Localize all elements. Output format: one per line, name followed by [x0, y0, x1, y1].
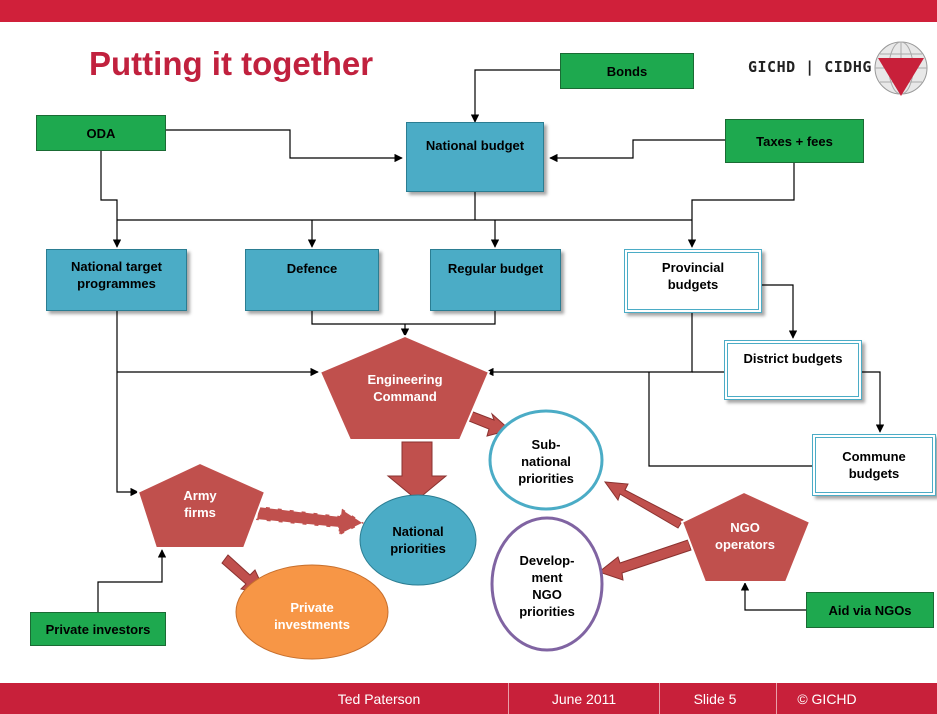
connector-district-commune	[862, 371, 885, 433]
connector-defence-regular	[311, 311, 496, 325]
army-firms-label: Army firms	[160, 484, 240, 524]
footer-date: June 2011	[508, 683, 660, 714]
block-arrow-army-national	[254, 504, 367, 538]
block-arrow-ngo-subnational	[603, 481, 684, 529]
army-label-2: firms	[184, 505, 216, 520]
sub-national-label-2: national	[521, 453, 571, 469]
footer-author: Ted Paterson	[273, 683, 485, 714]
ngo-label-1: NGO	[730, 520, 760, 535]
development-label-3: NGO	[532, 587, 562, 602]
sub-national-priorities-shape	[488, 409, 604, 511]
engineering-label-1: Engineering	[367, 372, 443, 387]
connector-provincial-engineering	[485, 313, 693, 377]
development-label-2: ment	[531, 570, 563, 585]
private-investments-label-1: Private	[290, 600, 334, 615]
sub-national-priorities-label: Sub- national priorities	[506, 432, 586, 490]
national-priorities-shape	[359, 494, 477, 586]
connector-investors	[97, 549, 167, 612]
regular-budget-box: Regular budget	[430, 249, 561, 311]
private-investments-label-2: investments	[274, 617, 350, 632]
aid-via-ngos-label: Aid via NGOs	[828, 602, 912, 618]
sub-national-label-3: priorities	[518, 470, 574, 486]
bonds-box: Bonds	[560, 53, 694, 89]
national-priorities-label: National priorities	[370, 520, 466, 560]
connector-oda	[166, 129, 403, 163]
oda-box: ODA	[36, 115, 166, 151]
connector-aid-ngos	[740, 582, 806, 611]
ngo-operators-shape	[680, 490, 812, 583]
connector-commune-left	[648, 372, 812, 467]
commune-budgets-box: Commune budgets	[812, 434, 936, 496]
block-arrow-ngo-development	[597, 539, 692, 581]
globe-logo-icon	[874, 41, 928, 96]
private-investments-label: Private investments	[256, 596, 368, 636]
defence-box: Defence	[245, 249, 379, 311]
bonds-label: Bonds	[606, 63, 648, 79]
district-label: District budgets	[743, 351, 843, 366]
top-accent-bar	[0, 0, 937, 22]
connector-provincial-district	[762, 284, 798, 339]
national-budget-box: National budget	[406, 122, 544, 192]
oda-label: ODA	[86, 125, 116, 141]
engineering-command-label: Engineering Command	[350, 368, 460, 408]
connector-taxes-provincial	[687, 162, 795, 248]
development-ngo-priorities-shape	[490, 516, 604, 652]
taxes-fees-box: Taxes + fees	[725, 119, 864, 163]
development-label-1: Develop-	[519, 553, 575, 568]
national-target-programmes-box: National target programmes	[46, 249, 187, 311]
private-investors-box: Private investors	[30, 612, 166, 646]
national-budget-label: National budget	[425, 138, 525, 153]
national-priorities-label-1: National	[392, 524, 444, 539]
district-budgets-box: District budgets	[724, 340, 862, 400]
connector-bonds	[470, 69, 560, 123]
defence-label: Defence	[286, 261, 338, 276]
national-priorities-label-2: priorities	[390, 541, 446, 556]
private-investments-shape	[235, 564, 389, 660]
engineering-label-2: Command	[373, 389, 437, 404]
ngo-operators-label: NGO operators	[700, 516, 790, 556]
aid-via-ngos-box: Aid via NGOs	[806, 592, 934, 628]
ngo-label-2: operators	[715, 537, 775, 552]
engineering-command-shape	[318, 334, 491, 441]
commune-label-2: budgets	[848, 466, 900, 481]
national-target-label-2: programmes	[77, 276, 156, 291]
army-label-1: Army	[183, 488, 217, 503]
provincial-label-2: budgets	[667, 277, 719, 292]
private-investors-label: Private investors	[45, 621, 151, 637]
connector-taxes	[549, 139, 725, 163]
footer-copyright: © GICHD	[776, 683, 877, 714]
army-firms-shape	[136, 461, 267, 549]
regular-budget-label: Regular budget	[447, 261, 544, 276]
development-label-4: priorities	[519, 604, 575, 619]
block-arrow-engineering-national	[386, 441, 448, 501]
commune-label-1: Commune	[842, 449, 906, 464]
sub-national-label-1: Sub-	[531, 436, 561, 452]
provincial-label-1: Provincial	[661, 260, 725, 275]
gichd-logo-text: GICHD | CIDHG	[748, 58, 872, 76]
footer-slide-number: Slide 5	[693, 690, 737, 707]
development-ngo-priorities-label: Develop- ment NGO priorities	[500, 548, 594, 624]
slide-title: Putting it together	[89, 45, 374, 82]
taxes-fees-label: Taxes + fees	[756, 133, 833, 149]
connector-oda-down	[100, 150, 122, 248]
connector-target-army	[116, 311, 139, 497]
provincial-budgets-box: Provincial budgets	[624, 249, 762, 313]
national-target-label-1: National target	[70, 259, 162, 274]
